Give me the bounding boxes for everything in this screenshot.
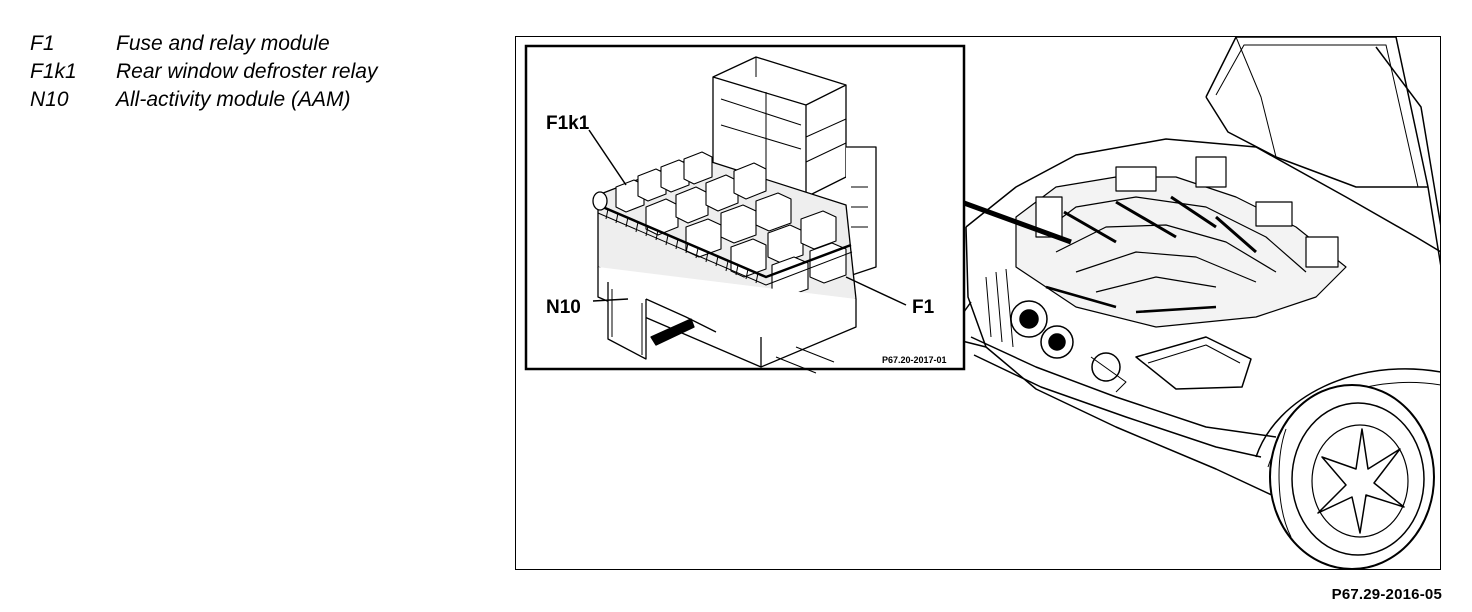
- inset-detail: F1k1 N10 F1 P67.20-2017-01: [524, 44, 966, 374]
- hood: [1205, 37, 1440, 266]
- legend-description: Fuse and relay module: [116, 32, 330, 55]
- figure-frame: F1k1 N10 F1 P67.20-2017-01: [515, 36, 1441, 570]
- legend: F1 Fuse and relay module F1k1 Rear windo…: [30, 30, 377, 114]
- front-bumper: [970, 336, 1277, 438]
- grille: [985, 268, 1014, 348]
- legend-item-f1: F1 Fuse and relay module: [30, 30, 377, 58]
- legend-item-f1k1: F1k1 Rear window defroster relay: [30, 58, 377, 86]
- legend-code: N10: [30, 88, 69, 111]
- legend-code: F1: [30, 32, 55, 55]
- inset-leader-line: [963, 200, 1072, 245]
- leader-f1: [845, 276, 907, 306]
- callout-n10: N10: [546, 297, 581, 318]
- engine-pulleys: [1010, 300, 1127, 393]
- wheel-arch: [1255, 368, 1440, 458]
- engine-bay: [1015, 156, 1347, 328]
- front-wheel: [1269, 384, 1435, 569]
- callout-leaders: [588, 129, 907, 306]
- body-outline: [965, 138, 1440, 253]
- legend-description: Rear window defroster relay: [116, 60, 378, 83]
- vehicle-drawing: [945, 37, 1440, 569]
- headlight: [1135, 336, 1252, 390]
- callout-f1k1: F1k1: [546, 113, 590, 134]
- legend-description: All-activity module (AAM): [116, 88, 351, 111]
- fuse-relay-module-drawing: [592, 56, 877, 374]
- leader-n10: [592, 298, 629, 302]
- leader-f1k1: [588, 129, 627, 186]
- figure-reference-code: P67.29-2016-05: [1331, 586, 1442, 603]
- inset-reference-code: P67.20-2017-01: [882, 355, 947, 365]
- legend-code: F1k1: [30, 60, 77, 83]
- figure-illustration: F1k1 N10 F1 P67.20-2017-01: [524, 37, 1440, 569]
- legend-item-n10: N10 All-activity module (AAM): [30, 86, 377, 114]
- callout-f1: F1: [912, 297, 935, 318]
